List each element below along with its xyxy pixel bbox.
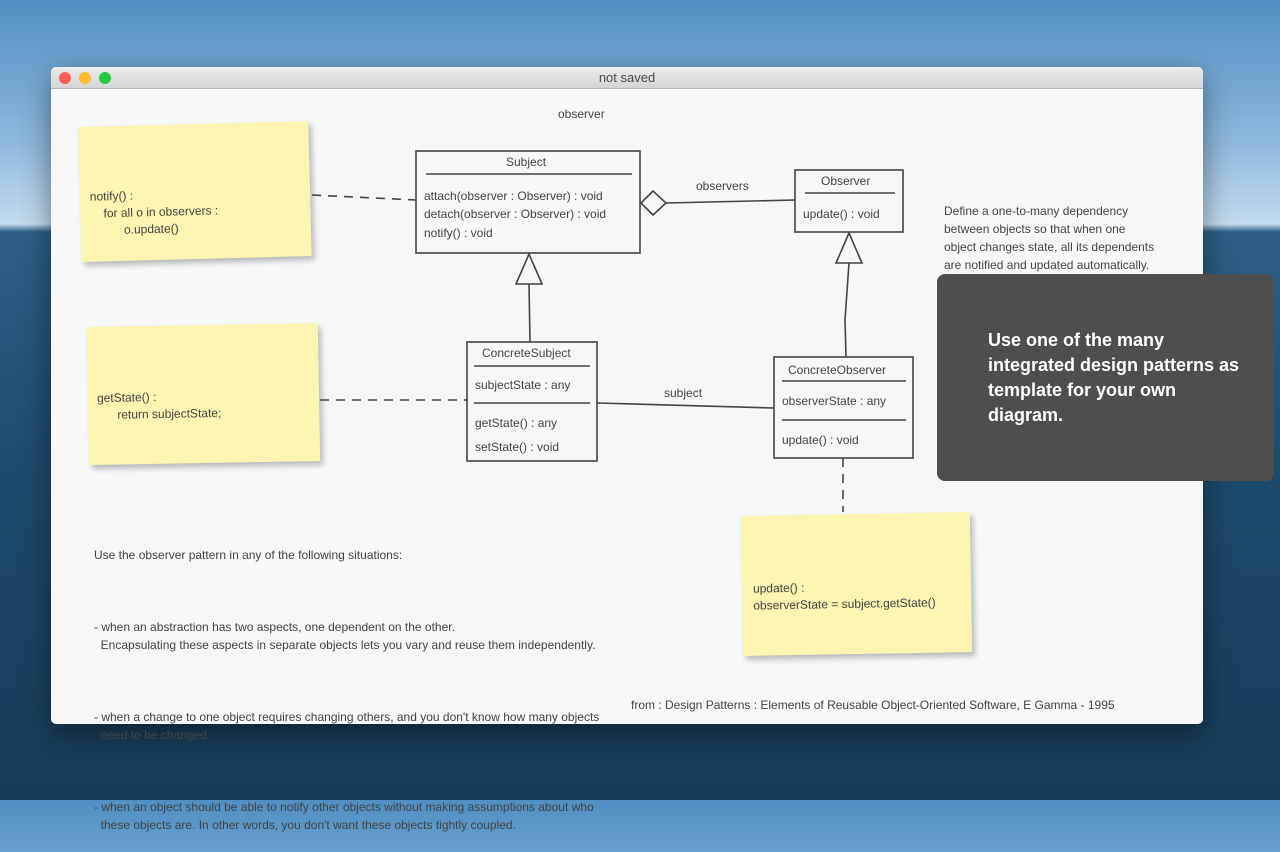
subject-method: notify() : void [424, 226, 493, 240]
minimize-button[interactable] [79, 72, 91, 84]
concrete-subject-attribute: subjectState : any [475, 378, 571, 392]
inheritance-arrow [514, 251, 544, 285]
diagram-lines [311, 150, 914, 512]
promo-overlay: Use one of the many integrated design pa… [937, 274, 1274, 481]
concrete-subject-method: getState() : any [475, 416, 558, 430]
concrete-observer-name: ConcreteObserver [788, 363, 887, 377]
note-text: update() :observerState = subject.getSta… [752, 580, 936, 613]
subject-box[interactable] [415, 150, 641, 254]
inheritance-arrow [834, 230, 864, 264]
concrete-subject-box[interactable] [466, 341, 598, 462]
zoom-button[interactable] [99, 72, 111, 84]
concrete-observer-attribute: observerState : any [782, 394, 887, 408]
subject-method: detach(observer : Observer) : void [424, 207, 607, 221]
note-text: getState() : return subjectState; [96, 390, 222, 423]
subject-method: attach(observer : Observer) : void [424, 189, 603, 203]
aggregation-diamond [639, 189, 668, 217]
observer-method: update() : void [803, 207, 880, 221]
usage-text: Use the observer pattern in any of the f… [94, 548, 600, 832]
association-label-observers: observers [696, 179, 749, 193]
title-bar: not saved [51, 67, 1203, 89]
association-label-subject: subject [664, 386, 703, 400]
promo-text: Use one of the many integrated design pa… [988, 330, 1240, 425]
note-text: notify() : for all o in observers : o.up… [89, 188, 219, 238]
concrete-subject-method: setState() : void [475, 440, 560, 454]
observer-name: Observer [821, 174, 871, 188]
concrete-observer-method: update() : void [782, 433, 859, 447]
diagram-title: observer [558, 107, 605, 121]
close-button[interactable] [59, 72, 71, 84]
window-title: not saved [598, 70, 656, 85]
source-citation: from : Design Patterns : Elements of Reu… [631, 698, 1115, 712]
concrete-subject-name: ConcreteSubject [482, 346, 571, 360]
subject-name: Subject [506, 155, 547, 169]
